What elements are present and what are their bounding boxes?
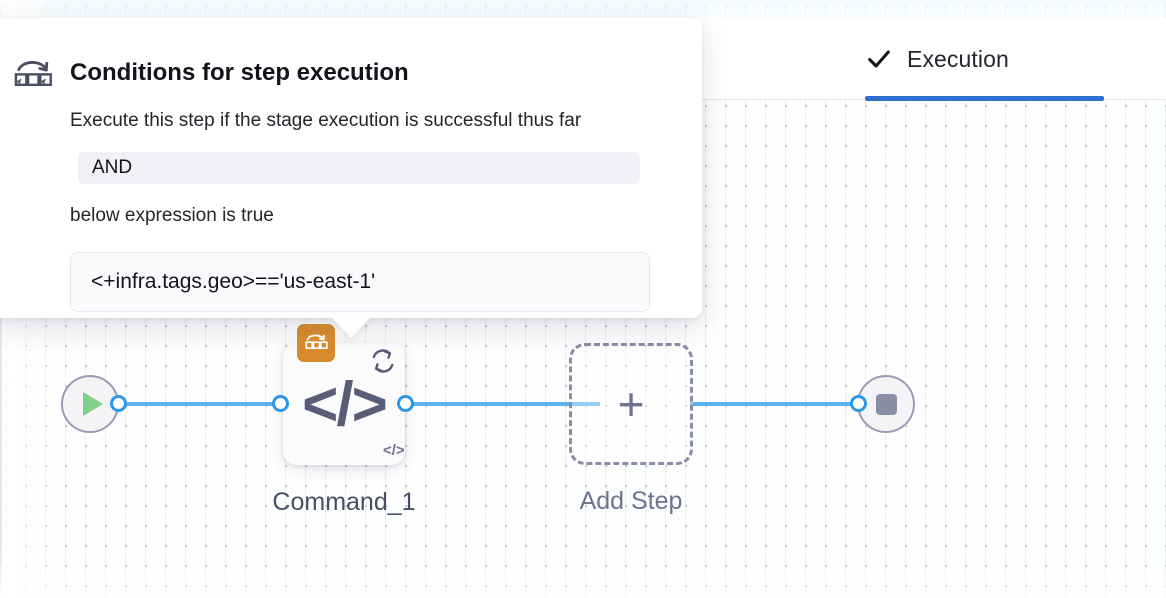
tooltip-description: Execute this step if the stage execution… bbox=[70, 110, 582, 131]
port-command-input[interactable] bbox=[272, 395, 289, 412]
port-command-output[interactable] bbox=[397, 395, 414, 412]
play-icon bbox=[83, 392, 103, 416]
step-node-command[interactable] bbox=[283, 343, 405, 465]
check-icon bbox=[865, 45, 893, 73]
port-end-input[interactable] bbox=[850, 395, 867, 412]
condition-operator-value: AND bbox=[92, 157, 133, 178]
tab-active-underline bbox=[865, 96, 1104, 101]
step-node-command-label: Command_1 bbox=[272, 488, 416, 516]
connector-start-to-command bbox=[110, 402, 315, 406]
pipeline-start-node[interactable] bbox=[61, 375, 119, 433]
condition-operator-field[interactable]: AND bbox=[78, 152, 640, 184]
code-small-icon: </> bbox=[383, 442, 405, 459]
tooltip-pointer bbox=[330, 316, 372, 338]
condition-expression-value: <+infra.tags.geo>=='us-east-1' bbox=[91, 270, 376, 293]
port-start-output[interactable] bbox=[110, 395, 127, 412]
condition-expression-field[interactable]: <+infra.tags.geo>=='us-east-1' bbox=[70, 252, 650, 312]
code-icon: </> bbox=[302, 369, 388, 439]
conditions-tooltip: Conditions for step execution Execute th… bbox=[0, 18, 702, 318]
tab-execution[interactable]: Execution bbox=[865, 18, 1009, 100]
command-shell-icon bbox=[297, 324, 335, 362]
connector-addstep-to-end bbox=[690, 402, 870, 406]
add-step-button[interactable]: + bbox=[569, 343, 693, 465]
tooltip-description-secondary: below expression is true bbox=[70, 205, 274, 226]
command-shell-icon bbox=[12, 56, 54, 99]
tab-execution-label: Execution bbox=[907, 45, 1009, 72]
tooltip-title: Conditions for step execution bbox=[70, 59, 409, 86]
add-step-label: Add Step bbox=[579, 487, 683, 515]
connector-command-to-addstep bbox=[400, 402, 600, 406]
loop-icon[interactable] bbox=[366, 344, 400, 383]
stop-icon bbox=[875, 393, 897, 415]
plus-icon: + bbox=[617, 378, 645, 430]
